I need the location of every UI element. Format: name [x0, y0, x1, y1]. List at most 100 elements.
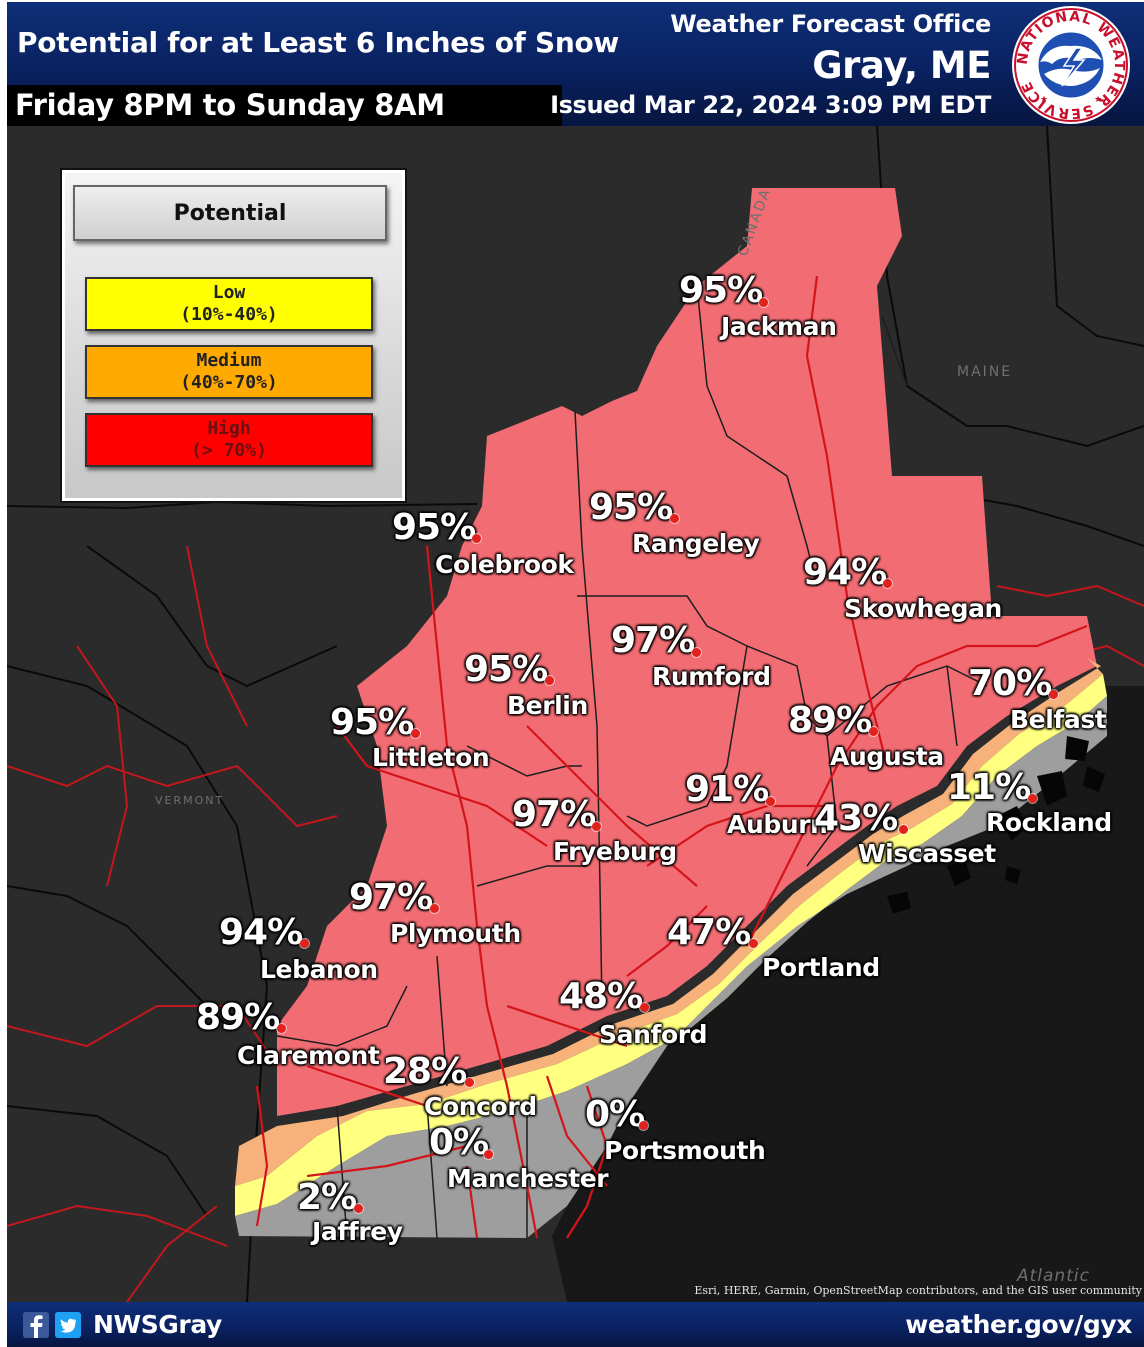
- location-name: Auburn: [727, 810, 828, 839]
- city-marker: [766, 797, 775, 806]
- county-lines: [276, 285, 988, 1239]
- legend-item-low: Low (10%-40%): [85, 277, 373, 331]
- location-name: Belfast: [1010, 705, 1107, 734]
- city-marker: [592, 822, 601, 831]
- city-marker: [354, 1204, 363, 1213]
- city-marker: [670, 514, 679, 523]
- location-probability: 48%: [559, 976, 643, 1017]
- city-marker: [749, 939, 758, 948]
- svg-text:★: ★: [1094, 95, 1102, 105]
- legend-low-range: (10%-40%): [180, 304, 278, 325]
- location-name: Rockland: [986, 808, 1112, 837]
- city-marker: [883, 579, 892, 588]
- city-marker: [692, 648, 701, 657]
- city-marker: [869, 727, 878, 736]
- location-name: Littleton: [372, 743, 490, 772]
- location-name: Berlin: [507, 691, 588, 720]
- location-name: Rangeley: [632, 529, 760, 558]
- subtitle-bar: [7, 85, 562, 126]
- city-marker: [639, 1121, 648, 1130]
- location-name: Rumford: [652, 662, 771, 691]
- location-probability: 11%: [947, 767, 1031, 808]
- city-marker: [640, 1003, 649, 1012]
- location-probability: 91%: [685, 769, 769, 810]
- legend: Potential Low (10%-40%) Medium (40%-70%)…: [62, 170, 405, 501]
- nws-logo-icon: NATIONAL WEATHER SERVICE ★ ★: [1012, 6, 1130, 124]
- city-marker: [759, 298, 768, 307]
- location-name: Fryeburg: [553, 837, 677, 866]
- city-marker: [472, 534, 481, 543]
- location-name: Skowhegan: [844, 594, 1002, 623]
- location-probability: 95%: [679, 270, 763, 311]
- office-label: Weather Forecast Office: [670, 10, 991, 38]
- location-probability: 43%: [814, 798, 898, 839]
- twitter-icon[interactable]: [55, 1312, 81, 1338]
- location-probability: 47%: [667, 912, 751, 953]
- location-name: Claremont: [237, 1041, 380, 1070]
- office-location: Gray, ME: [812, 44, 991, 87]
- legend-high-name: High: [207, 418, 251, 439]
- legend-item-high: High (> 70%): [85, 413, 373, 467]
- atlantic-label: Atlantic: [1017, 1266, 1090, 1286]
- location-probability: 94%: [219, 912, 303, 953]
- location-name: Portland: [762, 953, 880, 982]
- location-probability: 95%: [330, 702, 414, 743]
- city-marker: [411, 729, 420, 738]
- location-probability: 89%: [788, 700, 872, 741]
- legend-title: Potential: [73, 185, 387, 241]
- map-graphic: Potential for at Least 6 Inches of Snow …: [7, 2, 1144, 1347]
- boundaries: [7, 126, 1144, 1302]
- location-probability: 97%: [349, 877, 433, 918]
- graphic-title: Potential for at Least 6 Inches of Snow: [17, 26, 620, 59]
- location-probability: 89%: [196, 997, 280, 1038]
- location-name: Wiscasset: [858, 839, 996, 868]
- location-name: Portsmouth: [604, 1136, 766, 1165]
- valid-period: Friday 8PM to Sunday 8AM: [15, 88, 445, 122]
- header: Potential for at Least 6 Inches of Snow …: [7, 2, 1144, 126]
- issued-time: Issued Mar 22, 2024 3:09 PM EDT: [550, 91, 991, 119]
- location-probability: 70%: [968, 663, 1052, 704]
- location-probability: 97%: [611, 620, 695, 661]
- medium-probability-band: [235, 658, 1103, 1186]
- maine-label: MAINE: [957, 364, 1013, 380]
- location-probability: 0%: [585, 1094, 645, 1135]
- city-marker: [277, 1024, 286, 1033]
- legend-item-medium: Medium (40%-70%): [85, 345, 373, 399]
- city-marker: [465, 1078, 474, 1087]
- low-chance-region: [235, 696, 1107, 1238]
- roads: [255, 275, 1088, 1239]
- location-name: Jaffrey: [312, 1217, 403, 1246]
- location-probability: 97%: [512, 794, 596, 835]
- location-name: Colebrook: [435, 550, 574, 579]
- low-probability-band: [235, 674, 1107, 1216]
- city-marker: [430, 904, 439, 913]
- legend-high-range: (> 70%): [191, 440, 267, 461]
- ocean: [552, 686, 1144, 1302]
- location-probability: 94%: [803, 552, 887, 593]
- social-handle[interactable]: NWSGray: [93, 1310, 222, 1339]
- location-name: Sanford: [599, 1020, 708, 1049]
- location-name: Lebanon: [260, 955, 378, 984]
- vermont-label: VERMONT: [155, 794, 225, 807]
- legend-medium-range: (40%-70%): [180, 372, 278, 393]
- website-link[interactable]: weather.gov/gyx: [905, 1310, 1132, 1339]
- city-marker: [484, 1150, 493, 1159]
- location-name: Jackman: [721, 312, 837, 341]
- coastal-islands: [887, 736, 1105, 914]
- city-marker: [899, 825, 908, 834]
- location-probability: 28%: [383, 1051, 467, 1092]
- city-marker: [1049, 690, 1058, 699]
- svg-text:★: ★: [1040, 95, 1048, 105]
- city-marker: [545, 676, 554, 685]
- roads-outside: [7, 545, 1144, 1302]
- location-probability: 0%: [429, 1122, 489, 1163]
- location-probability: 2%: [297, 1177, 357, 1218]
- location-name: Augusta: [830, 742, 944, 771]
- map-attribution: Esri, HERE, Garmin, OpenStreetMap contri…: [694, 1284, 1142, 1297]
- location-name: Plymouth: [390, 919, 521, 948]
- location-name: Concord: [424, 1092, 537, 1121]
- legend-medium-name: Medium: [196, 350, 262, 371]
- city-marker: [300, 939, 309, 948]
- facebook-icon[interactable]: [23, 1312, 49, 1338]
- legend-low-name: Low: [212, 282, 246, 303]
